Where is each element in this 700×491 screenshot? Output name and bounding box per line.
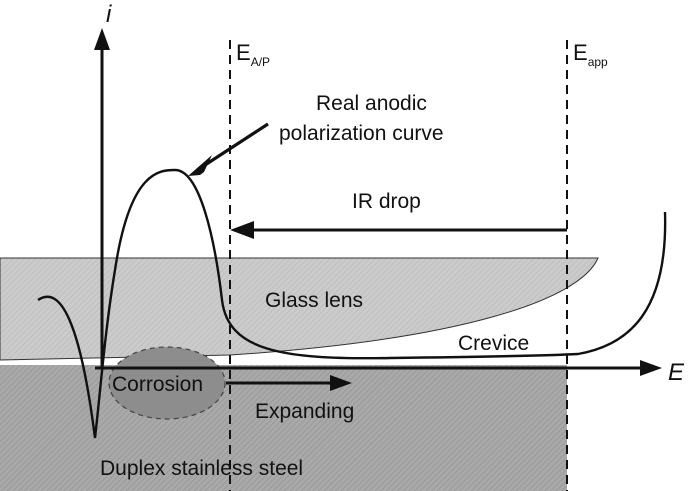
polarization-curve (37, 168, 667, 439)
curve-label-line1: Real anodic (316, 92, 427, 115)
y-axis-arrowhead (94, 28, 110, 50)
y-axis-label: i (106, 1, 112, 28)
e-ap-label: EA/P (236, 40, 270, 69)
curve-pointer-arrowhead (188, 155, 212, 176)
expanding-label: Expanding (255, 400, 354, 423)
corrosion-label: Corrosion (112, 373, 203, 396)
glass-lens-label: Glass lens (265, 289, 363, 312)
x-axis-arrowhead (640, 360, 662, 376)
e-app-label: Eapp (573, 40, 608, 69)
steel-label: Duplex stainless steel (100, 457, 303, 480)
ir-drop-label: IR drop (352, 190, 421, 213)
curve-pointer-arrow (204, 122, 269, 167)
glass-lens-region (0, 257, 599, 361)
expanding-arrowhead (330, 375, 352, 391)
ir-drop-arrowhead (230, 221, 254, 239)
corrosion-pit (108, 346, 226, 420)
x-axis-label: E (668, 359, 685, 386)
curve-label-line2: polarization curve (279, 122, 444, 145)
crevice-label: Crevice (458, 332, 529, 355)
